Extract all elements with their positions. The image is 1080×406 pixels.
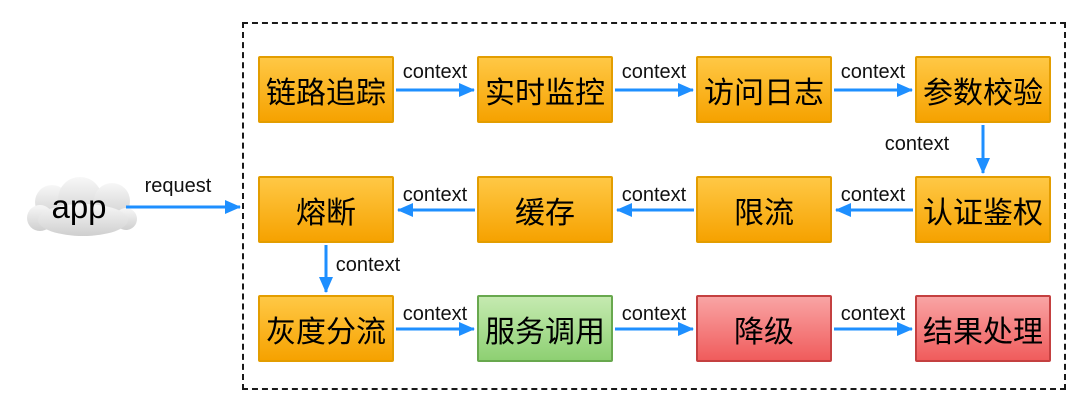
node-degrade: 降级 — [696, 295, 832, 362]
node-auth: 认证鉴权 — [915, 176, 1051, 243]
edge-label-monitor-accesslog: context — [621, 61, 687, 83]
edge-label-accesslog-paramcheck: context — [840, 61, 906, 83]
node-cache: 缓存 — [477, 176, 613, 243]
edge-label-servicecall-degrade: context — [621, 303, 687, 325]
edge-label-circuitbreak-graysplit: context — [335, 254, 401, 276]
node-rate-limit: 限流 — [696, 176, 832, 243]
edge-label-graysplit-servicecall: context — [402, 303, 468, 325]
node-circuit-break: 熔断 — [258, 176, 394, 243]
edge-label-request: request — [144, 175, 212, 197]
app-cloud-icon — [27, 177, 137, 236]
flow-arrows — [126, 83, 990, 336]
node-result: 结果处理 — [915, 295, 1051, 362]
pipeline-container — [242, 22, 1066, 390]
node-access-log: 访问日志 — [696, 56, 832, 123]
node-monitor: 实时监控 — [477, 56, 613, 123]
app-cloud-label: app — [51, 188, 107, 225]
node-service-call: 服务调用 — [477, 295, 613, 362]
edge-label-ratelimit-cache: context — [621, 184, 687, 206]
node-param-check: 参数校验 — [915, 56, 1051, 123]
edge-label-cache-circuitbreak: context — [402, 184, 468, 206]
edge-label-trace-monitor: context — [402, 61, 468, 83]
edge-label-auth-ratelimit: context — [840, 184, 906, 206]
node-gray-split: 灰度分流 — [258, 295, 394, 362]
edge-label-paramcheck-auth: context — [884, 133, 950, 155]
node-trace: 链路追踪 — [258, 56, 394, 123]
edge-label-degrade-result: context — [840, 303, 906, 325]
